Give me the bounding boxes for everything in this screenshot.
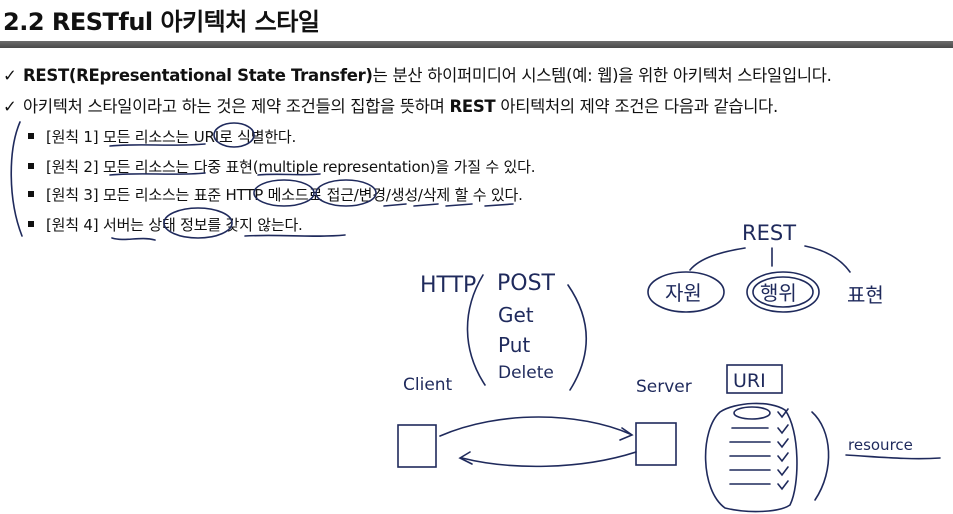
circle-behavior-ko-inner — [752, 276, 814, 308]
circle-uri — [213, 122, 255, 148]
hw-method-put: Put — [498, 333, 530, 357]
underline-stroke — [109, 172, 206, 176]
check-icon: ✓ — [3, 66, 17, 85]
circle-behavior-ko — [746, 271, 820, 313]
hw-rest: REST — [742, 221, 796, 245]
square-bullet-icon — [28, 132, 34, 139]
principle-text: [원칙 1] 모든 리소스는 URI로 식별한다. — [46, 128, 297, 146]
bullet-text-bold: REST(REpresentational State Transfer) — [23, 66, 373, 85]
resource-bracket — [811, 411, 830, 501]
square-bullet-icon — [28, 162, 34, 169]
bullet-rest-constraints: ✓아키텍처 스타일이라고 하는 것은 제약 조건들의 집합을 뜻하며 REST … — [3, 93, 778, 117]
request-arrow — [439, 416, 631, 437]
square-bullet-icon — [28, 220, 34, 227]
arrow-head — [619, 427, 634, 441]
paren-left — [466, 274, 486, 386]
uri-box — [726, 364, 783, 394]
underline-stroke — [383, 203, 514, 207]
hw-resource-en: resource — [848, 436, 913, 454]
page-title: 2.2 RESTful 아키텍처 스타일 — [3, 8, 320, 36]
response-arrow — [461, 451, 637, 468]
underline-stroke — [845, 454, 941, 460]
bullet-text-post: 는 분산 하이퍼미디어 시스템(예: 웹)을 위한 아키텍처 스타일입니다. — [372, 66, 832, 85]
underline-stroke — [109, 143, 206, 147]
principle-text: [원칙 4] 서버는 상태 정보를 갖지 않는다. — [46, 216, 303, 234]
circle-state — [163, 207, 233, 239]
title-divider — [0, 41, 953, 48]
resource-lines — [729, 427, 771, 485]
margin-bracket — [10, 121, 23, 237]
principle-3: [원칙 3] 모든 리소스는 표준 HTTP 메소드로 접근/변경/생성/삭제 … — [28, 184, 523, 205]
circle-resource-ko — [647, 271, 725, 313]
principle-2: [원칙 2] 모든 리소스는 다중 표현(multiple representa… — [28, 156, 535, 177]
underline-stroke — [257, 173, 321, 176]
bullet-text-post: 아티텍처의 제약 조건은 다음과 같습니다. — [495, 97, 779, 116]
arrow-head — [458, 451, 473, 465]
client-box — [397, 424, 437, 468]
underline-stroke — [111, 237, 156, 241]
hw-http: HTTP — [420, 273, 476, 298]
hw-resource-ko: 자원 — [665, 281, 702, 305]
principle-4: [원칙 4] 서버는 상태 정보를 갖지 않는다. — [28, 214, 303, 235]
circle-method — [315, 179, 377, 207]
resource-item — [733, 406, 771, 420]
paren-right — [567, 284, 587, 391]
hw-method-post: POST — [497, 271, 556, 296]
underline-stroke — [244, 234, 346, 237]
square-bullet-icon — [28, 190, 34, 197]
server-box — [635, 422, 677, 466]
bullet-rest-definition: ✓ REST(REpresentational State Transfer)는 … — [3, 62, 832, 86]
hw-method-delete: Delete — [498, 363, 554, 383]
hw-behavior-ko: 행위 — [760, 281, 797, 305]
tree-branch — [689, 247, 746, 271]
hw-client: Client — [403, 375, 453, 395]
hw-server: Server — [636, 377, 692, 397]
hw-method-get: Get — [498, 303, 534, 327]
check-icon: ✓ — [3, 97, 17, 116]
hw-representation-ko: 표현 — [847, 283, 884, 307]
bullet-text-bold: REST — [449, 97, 496, 116]
principle-text: [원칙 2] 모든 리소스는 다중 표현(multiple representa… — [46, 158, 536, 176]
principle-1: [원칙 1] 모든 리소스는 URI로 식별한다. — [28, 126, 296, 147]
check-marks-icon — [777, 408, 789, 491]
tree-branch — [804, 245, 851, 273]
bullet-text-pre: 아키텍처 스타일이라고 하는 것은 제약 조건들의 집합을 뜻하며 — [23, 97, 450, 116]
circle-http — [253, 179, 315, 207]
principle-text: [원칙 3] 모든 리소스는 표준 HTTP 메소드로 접근/변경/생성/삭제 … — [46, 186, 523, 204]
resource-stack — [704, 402, 798, 513]
hw-uri: URI — [733, 370, 766, 392]
